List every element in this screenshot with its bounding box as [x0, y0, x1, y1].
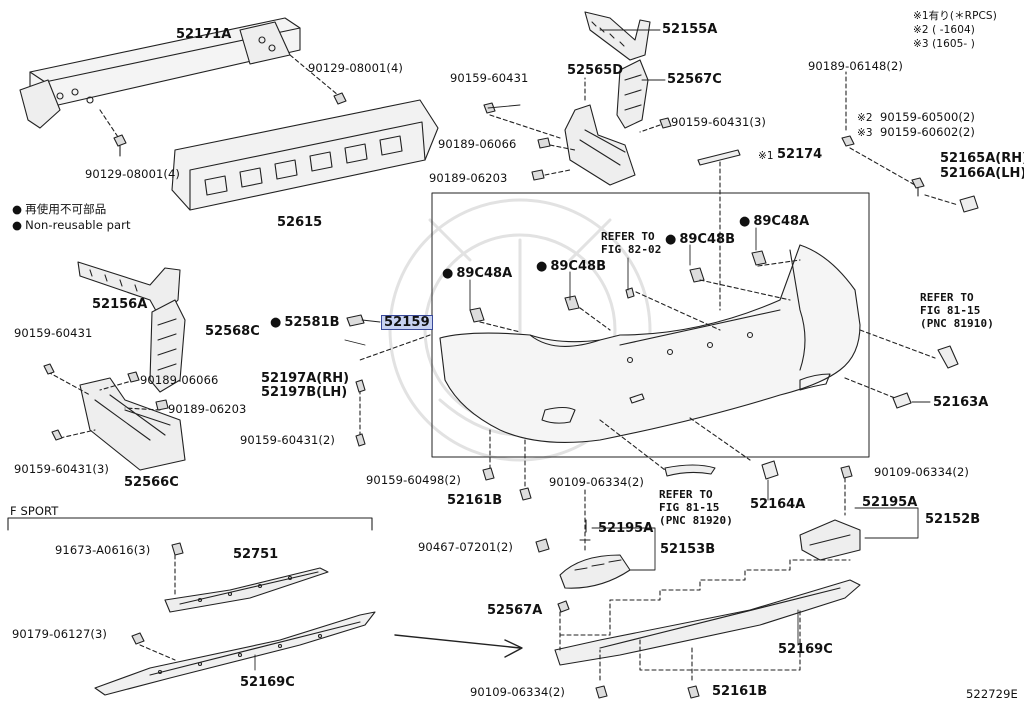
- label-52152B[interactable]: 52152B: [925, 512, 981, 527]
- refer-fig-82-02-line2[interactable]: FIG 82-02: [601, 243, 662, 256]
- label-90159-60602[interactable]: 90159-60602(2): [880, 125, 976, 139]
- label-90159-60431-2[interactable]: 90159-60431(2): [240, 433, 336, 447]
- label-90189-06066-left[interactable]: 90189-06066: [140, 373, 219, 387]
- label-90159-60500[interactable]: 90159-60500(2): [880, 110, 976, 124]
- label-90159-60431-3-left[interactable]: 90159-60431(3): [14, 462, 110, 476]
- label-52174-note: ※1: [758, 150, 774, 162]
- label-90129-08001-top[interactable]: 90129-08001(4): [308, 61, 404, 75]
- part-52169C-spoiler-left: [94, 611, 376, 696]
- label-90159-60431-3-top[interactable]: 90159-60431(3): [671, 115, 767, 129]
- part-52568C: [149, 299, 186, 393]
- label-52174[interactable]: 52174: [777, 147, 823, 162]
- fsport-bracket: [7, 517, 373, 531]
- label-89C48A-right[interactable]: 89C48A: [739, 215, 809, 228]
- label-90159-60498[interactable]: 90159-60498(2): [366, 473, 462, 487]
- label-90189-06203-top[interactable]: 90189-06203: [429, 171, 508, 185]
- label-52197A[interactable]: 52197A(RH): [261, 371, 350, 386]
- diagram-code: 522729E: [966, 687, 1018, 701]
- note-1: ※1有り(＊RPCS): [913, 10, 997, 22]
- label-52566C[interactable]: 52566C: [124, 475, 179, 490]
- refer-fig-82-02-line1[interactable]: REFER TO: [601, 230, 655, 243]
- label-52197B[interactable]: 52197B(LH): [261, 385, 348, 400]
- part-52751-moulding: [164, 567, 329, 613]
- part-52171A-reinforcement: [19, 17, 301, 129]
- part-52567C: [616, 59, 649, 129]
- part-52163A-cover: [892, 392, 912, 409]
- note-2: ※2 ( -1604): [913, 24, 975, 36]
- label-52156A[interactable]: 52156A: [92, 297, 148, 312]
- label-90189-06148[interactable]: 90189-06148(2): [808, 59, 904, 73]
- label-89C48B-mid[interactable]: 89C48B: [536, 260, 606, 273]
- label-52153B[interactable]: 52153B: [660, 542, 716, 557]
- refer-fig-81-15-bottom-line2[interactable]: FIG 81-15: [659, 501, 720, 514]
- label-52161B-bottom[interactable]: 52161B: [712, 684, 768, 699]
- part-52153B-lamp-assy: [559, 554, 631, 589]
- label-90159-60431-top[interactable]: 90159-60431: [450, 71, 529, 85]
- label-52159-highlighted[interactable]: 52159: [381, 315, 433, 330]
- label-52615[interactable]: 52615: [277, 215, 323, 230]
- part-52566C-bracket: [79, 377, 186, 471]
- refer-fig-81-15-right-line3[interactable]: (PNC 81910): [920, 317, 994, 330]
- note-3: ※3 (1605- ): [913, 38, 975, 50]
- label-90129-08001-bottom[interactable]: 90129-08001(4): [85, 167, 181, 181]
- label-52567A[interactable]: 52567A: [487, 603, 543, 618]
- part-52152B-lamp-assy: [799, 519, 861, 561]
- section-label-f-sport: F SPORT: [10, 504, 59, 518]
- legend-jp: 再使用不可部品: [12, 203, 106, 216]
- label-90189-06203-left[interactable]: 90189-06203: [168, 402, 247, 416]
- part-52174-strip: [697, 149, 741, 166]
- label-52164A[interactable]: 52164A: [750, 497, 806, 512]
- refer-fig-81-15-right-line1[interactable]: REFER TO: [920, 291, 974, 304]
- label-52195A-right[interactable]: 52195A: [862, 495, 918, 510]
- refer-fig-81-15-bottom-line3[interactable]: (PNC 81920): [659, 514, 733, 527]
- part-52159-bumper-cover: [439, 244, 861, 443]
- label-52155A[interactable]: 52155A: [662, 22, 718, 37]
- label-91673-A0616[interactable]: 91673-A0616(3): [55, 543, 151, 557]
- label-90159-60500-note: ※2: [857, 112, 873, 124]
- label-52565D[interactable]: 52565D: [567, 63, 624, 78]
- part-52155A-retainer: [584, 11, 651, 61]
- label-89C48A-left[interactable]: 89C48A: [442, 267, 512, 280]
- label-52161B-top[interactable]: 52161B: [447, 493, 503, 508]
- part-52615-absorber: [171, 99, 439, 211]
- label-52163A[interactable]: 52163A: [933, 395, 989, 410]
- label-52751[interactable]: 52751: [233, 547, 279, 562]
- label-52567C[interactable]: 52567C: [667, 72, 722, 87]
- label-52166A[interactable]: 52166A(LH): [940, 166, 1024, 181]
- label-52171A[interactable]: 52171A: [176, 27, 232, 42]
- part-52156A-retainer: [77, 261, 181, 319]
- refer-fig-81-15-bottom-line1[interactable]: REFER TO: [659, 488, 713, 501]
- label-90179-06127[interactable]: 90179-06127(3): [12, 627, 108, 641]
- label-52169C-right[interactable]: 52169C: [778, 642, 833, 657]
- bolt-90129-right: [333, 92, 347, 105]
- label-52568C[interactable]: 52568C: [205, 324, 260, 339]
- label-52165A[interactable]: 52165A(RH): [940, 151, 1024, 166]
- label-90159-60602-note: ※3: [857, 127, 873, 139]
- part-52164A-cover: [761, 460, 779, 480]
- label-90467-07201[interactable]: 90467-07201(2): [418, 540, 514, 554]
- label-89C48B-right[interactable]: 89C48B: [665, 233, 735, 246]
- label-52581B[interactable]: 52581B: [270, 316, 339, 329]
- part-52565D-bracket: [564, 104, 636, 186]
- label-90109-06334-bottom[interactable]: 90109-06334(2): [470, 685, 566, 699]
- label-52195A-mid[interactable]: 52195A: [598, 521, 654, 536]
- bolt-90129-left: [113, 134, 127, 157]
- label-90159-60431-left[interactable]: 90159-60431: [14, 326, 93, 340]
- part-52165A-cover: [959, 195, 979, 213]
- label-90189-06066-top[interactable]: 90189-06066: [438, 137, 517, 151]
- label-90109-06334-mid[interactable]: 90109-06334(2): [549, 475, 645, 489]
- label-90109-06334-right[interactable]: 90109-06334(2): [874, 465, 970, 479]
- arrow-icon: [394, 634, 523, 658]
- refer-fig-81-15-right-line2[interactable]: FIG 81-15: [920, 304, 981, 317]
- label-52169C-left[interactable]: 52169C: [240, 675, 295, 690]
- legend-en: Non-reusable part: [12, 219, 131, 232]
